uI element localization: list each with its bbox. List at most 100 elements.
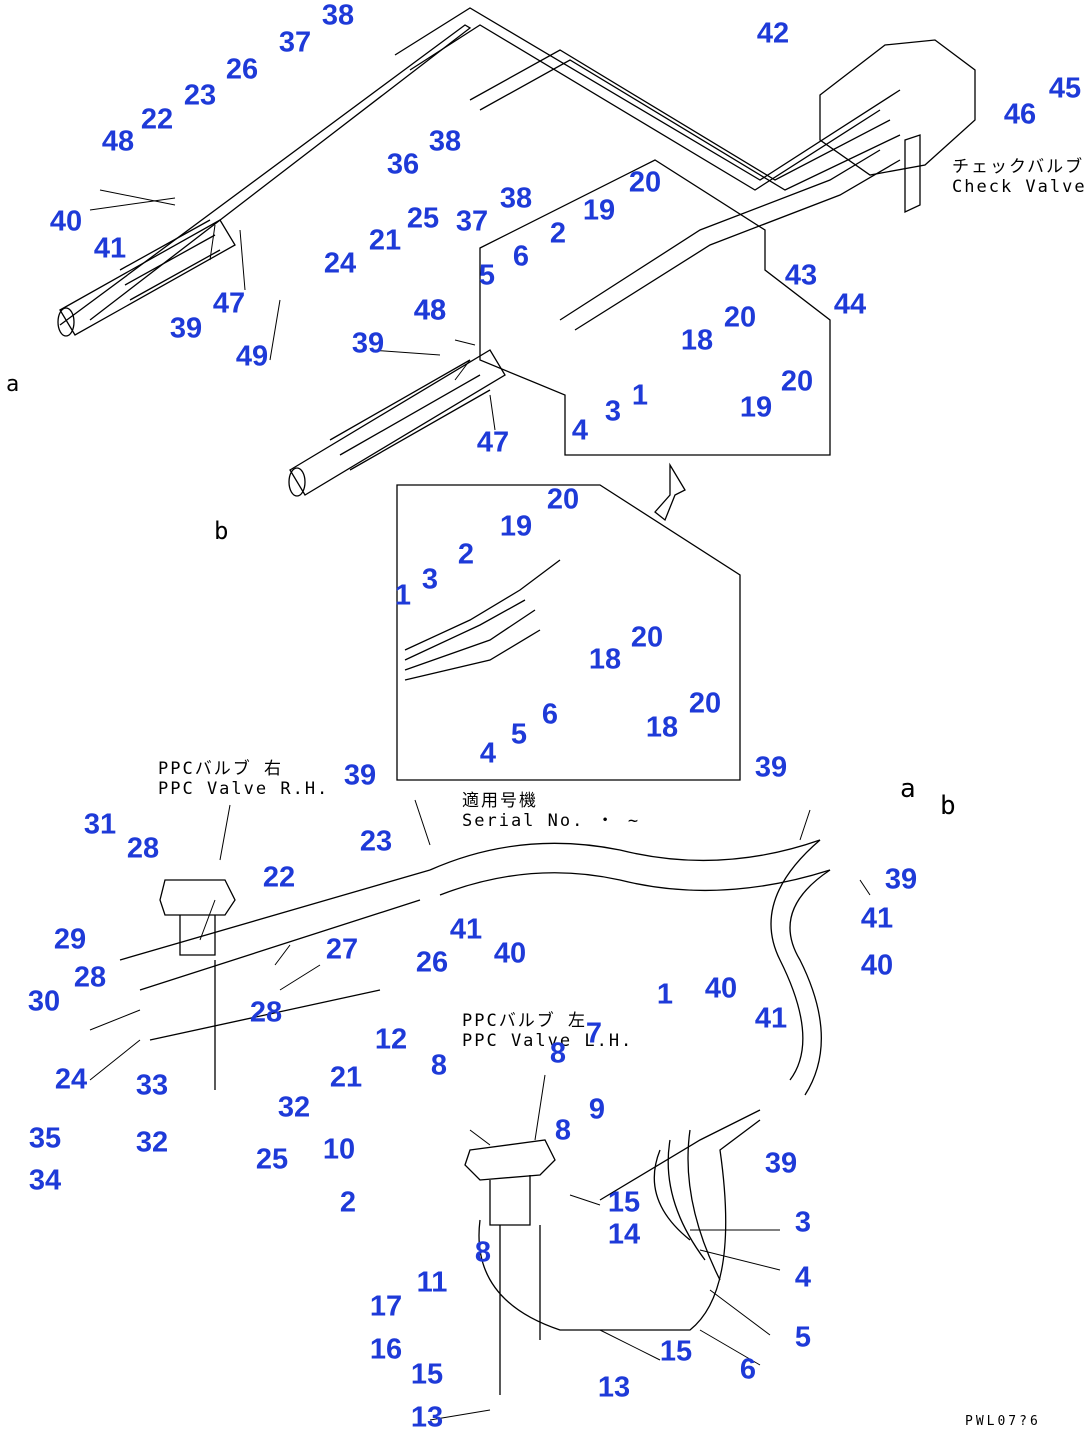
hose-wrap: [119, 219, 221, 301]
part-number-callout: 24: [323, 247, 357, 280]
leader-lines: [89, 189, 871, 1421]
part-number-callout: 48: [413, 294, 447, 327]
drawing-code: PWL07?6: [965, 1414, 1041, 1429]
check-valve-label: チェックバルブ Check Valve: [952, 157, 1087, 197]
part-number-callout: 28: [126, 832, 160, 865]
part-number-callout: 32: [135, 1126, 169, 1159]
part-number-callout: 8: [549, 1037, 567, 1070]
part-number-callout: 25: [406, 202, 440, 235]
part-number-callout: 9: [588, 1093, 606, 1126]
part-number-callout: 3: [794, 1206, 812, 1239]
pipe-route: [479, 59, 901, 191]
part-number-callout: 48: [413, 294, 447, 327]
serial-number-label: 適用号機 Serial No. ・ ~: [462, 791, 641, 831]
part-number-callout: 30: [27, 985, 61, 1018]
part-number-callout: 6: [512, 240, 530, 273]
hose: [770, 839, 821, 1081]
ppc-valve-rh: [159, 879, 236, 916]
part-number-callout: 36: [386, 148, 420, 181]
part-number-callout: 5: [510, 718, 528, 751]
part-number-callout: 3: [421, 563, 439, 596]
part-number-callout: 7: [585, 1017, 603, 1050]
part-number-callout: 39: [169, 312, 203, 345]
part-number-callout: 4: [571, 414, 589, 447]
part-number-callout: 23: [359, 825, 393, 858]
part-number-callout: 39: [754, 751, 788, 784]
ppc-valve-rh-body: [179, 915, 216, 956]
ppc-valve-lh-body: [489, 1175, 531, 1226]
part-number-callout: 48: [101, 125, 135, 158]
part-number-callout: 22: [262, 861, 296, 894]
connection-letter-a: a: [6, 372, 22, 397]
hose: [439, 869, 831, 896]
part-number-callout: 4: [479, 737, 497, 770]
ppc-lh-lines: [599, 1109, 761, 1201]
hose: [59, 219, 236, 336]
part-number-callout: 37: [278, 26, 312, 59]
part-number-callout: 20: [630, 621, 664, 654]
part-number-callout: 24: [54, 1063, 88, 1096]
part-number-callout: 21: [329, 1061, 363, 1094]
part-number-callout: 41: [860, 902, 894, 935]
part-number-callout: 27: [325, 933, 359, 966]
detail-hoses: [404, 559, 561, 681]
hose-wrap: [329, 359, 491, 471]
part-number-callout: 25: [255, 1143, 289, 1176]
pipe-route: [574, 159, 901, 331]
part-number-callout: 41: [754, 1002, 788, 1035]
part-number-callout: 28: [249, 996, 283, 1029]
part-number-callout: 2: [339, 1186, 357, 1219]
detail-box: [396, 484, 741, 781]
ppc-valve-lh: [464, 1139, 556, 1181]
part-number-callout: 12: [374, 1023, 408, 1056]
part-number-callout: 35: [28, 1122, 62, 1155]
part-number-callout: 37: [455, 205, 489, 238]
part-number-callout: 31: [83, 808, 117, 841]
ppc-valve-lh-label: PPCバルブ 左 PPC Valve L.H.: [462, 1011, 634, 1051]
part-number-callout: 2: [549, 217, 567, 250]
part-number-callout: 34: [28, 1164, 62, 1197]
part-number-callout: 6: [541, 698, 559, 731]
ppc-lh-lines: [653, 1129, 721, 1281]
connection-letter-b: b: [940, 791, 958, 821]
part-number-callout: 8: [430, 1049, 448, 1082]
check-valve-block: [819, 39, 976, 176]
part-number-callout: 1: [631, 379, 649, 412]
part-number-callout: 42: [756, 17, 790, 50]
hose: [789, 869, 831, 1096]
part-number-callout: 3: [604, 395, 622, 428]
part-number-callout: 44: [833, 288, 867, 321]
part-number-callout: 39: [343, 759, 377, 792]
part-number-callout: 26: [225, 53, 259, 86]
part-number-callout: 20: [723, 301, 757, 334]
part-number-callout: 39: [764, 1147, 798, 1180]
part-number-callout: 10: [322, 1133, 356, 1166]
part-number-callout: 43: [784, 259, 818, 292]
part-number-callout: 28: [73, 961, 107, 994]
part-number-callout: 20: [628, 166, 662, 199]
part-number-callout: 19: [582, 194, 616, 227]
pipe-route: [394, 7, 901, 181]
part-number-callout: 49: [235, 340, 269, 373]
part-number-callout: 38: [321, 0, 355, 32]
pipe-route: [409, 24, 881, 191]
connection-letter-a: a: [900, 774, 918, 804]
part-number-callout: 2: [457, 538, 475, 571]
ppc-valve-rh-label: PPCバルブ 右 PPC Valve R.H.: [158, 759, 330, 799]
check-valve-plate: [904, 134, 921, 214]
part-number-callout: 41: [449, 913, 483, 946]
part-number-callout: 15: [659, 1335, 693, 1368]
part-number-callout: 38: [428, 125, 462, 158]
part-number-callout: 21: [368, 224, 402, 257]
part-number-callout: 20: [546, 483, 580, 516]
part-number-callout: 39: [351, 327, 385, 360]
part-number-callout: 5: [794, 1321, 812, 1354]
part-number-callout: 1: [656, 978, 674, 1011]
part-number-callout: 22: [140, 103, 174, 136]
part-number-callout: 45: [1048, 72, 1082, 105]
part-number-callout: 19: [739, 391, 773, 424]
part-number-callout: 15: [410, 1358, 444, 1391]
part-number-callout: 18: [588, 643, 622, 676]
